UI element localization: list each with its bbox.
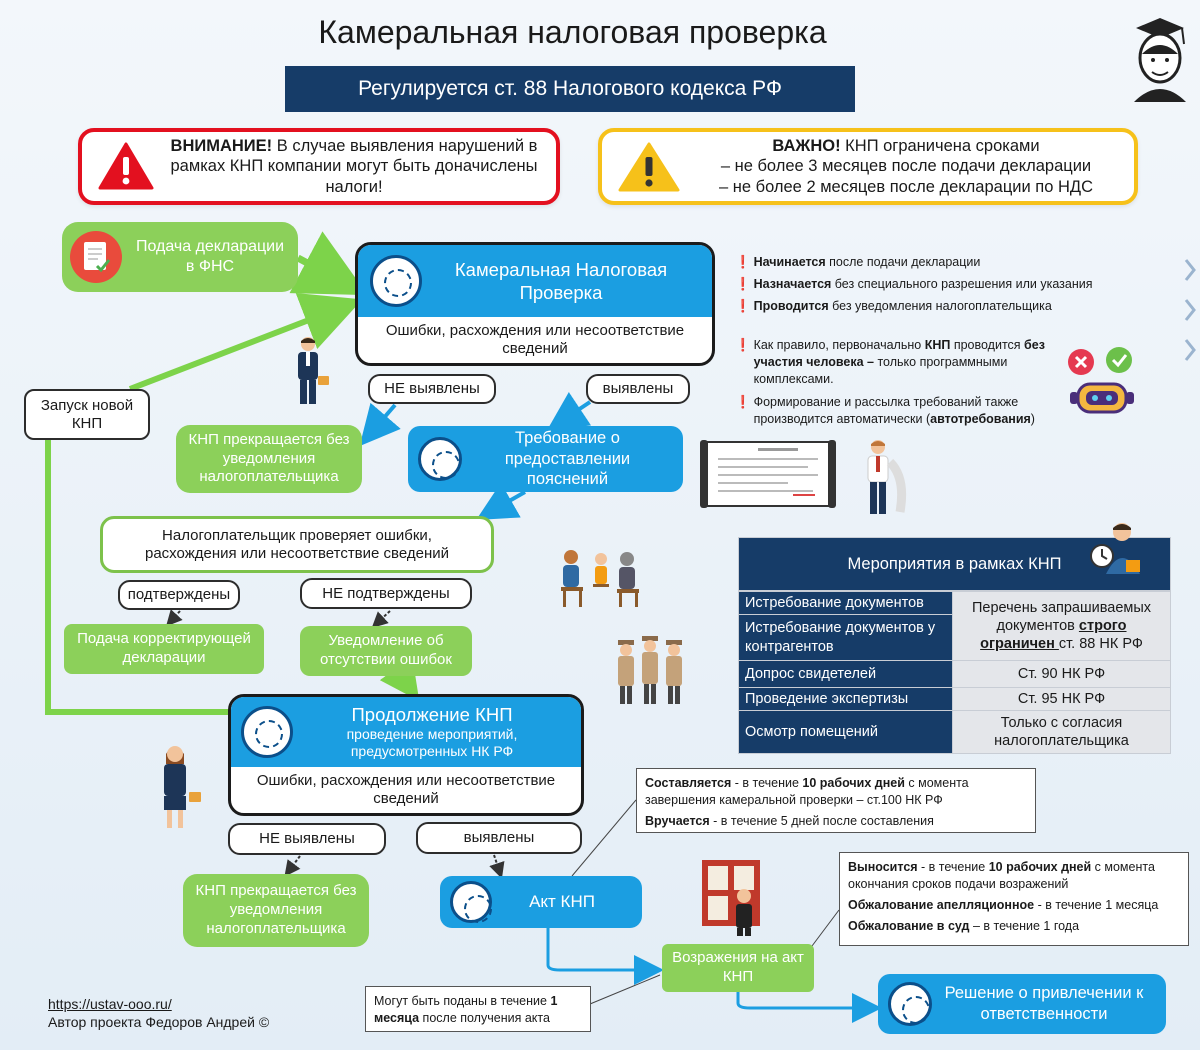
not-confirmed-label: НЕ подтверждены xyxy=(300,578,472,609)
measures-table: Мероприятия в рамках КНП Истребование до… xyxy=(738,537,1171,755)
attention-alert: ВНИМАНИЕ! В случае выявления нарушений в… xyxy=(78,128,560,205)
warning-triangle-icon xyxy=(98,142,158,192)
chevrons-decoration xyxy=(1180,250,1200,395)
callout-line: Составляется - в течение 10 рабочих дней… xyxy=(645,776,969,807)
act-deadlines-callout: Составляется - в течение 10 рабочих дней… xyxy=(636,768,1036,833)
not-found-label-2: НЕ выявлены xyxy=(228,823,386,855)
decision-deadlines-callout: Выносится - в течение 10 рабочих дней с … xyxy=(839,852,1189,946)
taxpayer-checks-box: Налогоплательщик проверяет ошибки, расхо… xyxy=(100,516,494,573)
inspector-with-clock-icon xyxy=(1086,520,1146,576)
confirmed-label: подтверждены xyxy=(118,580,240,610)
objections-box: Возражения на акт КНП xyxy=(662,944,814,992)
corrective-declaration-box: Подача корректирующей декларации xyxy=(64,624,264,674)
fns-emblem-icon xyxy=(888,982,932,1026)
decision-box: Решение о привлечении к ответственности xyxy=(878,974,1166,1034)
businesswoman-illustration xyxy=(156,740,206,832)
inspectors-illustration xyxy=(612,634,692,706)
table-row: Осмотр помещений Только с согласия налог… xyxy=(738,709,1171,755)
important-text: ВАЖНО! КНП ограничена сроками – не более… xyxy=(718,136,1093,196)
merged-cell: Перечень запрашиваемых документов строго… xyxy=(952,591,1171,661)
callout-line: Обжалование в суд – в течение 1 года xyxy=(848,918,1080,933)
automation-notes: ❗ Как правило, первоначально КНП проводи… xyxy=(735,337,1055,427)
fns-emblem-icon xyxy=(370,255,422,307)
not-found-label-1: НЕ выявлены xyxy=(368,374,496,404)
page-title: Камеральная налоговая проверка xyxy=(318,14,827,50)
requirement-box: Требование о предоставлении пояснений xyxy=(408,426,683,492)
author-avatar xyxy=(1128,14,1190,102)
table-row: Проведение экспертизы Ст. 95 НК РФ xyxy=(738,687,1171,711)
wanted-poster-illustration xyxy=(692,852,776,936)
found-label-1: выявлены xyxy=(586,374,690,404)
knp-continue-box: Продолжение КНП проведение мероприятий, … xyxy=(228,694,584,816)
note-item: ❗Начинается после подачи декларации xyxy=(735,255,981,269)
note-item: ❗Проводится без уведомления налогоплател… xyxy=(735,298,1052,313)
robot-icon xyxy=(1064,346,1140,418)
table-row: Истребование документов у контрагентов xyxy=(738,614,1171,661)
restart-knp-box: Запуск новой КНП xyxy=(24,389,150,440)
note-item: ❗ Как правило, первоначально КНП проводи… xyxy=(735,338,1045,386)
objections-deadline-callout: Могут быть поданы в течение 1 месяца пос… xyxy=(365,986,591,1032)
knp-stop-box-1: КНП прекращается без уведомления налогоп… xyxy=(176,425,362,493)
knp-features-notes: ❗Начинается после подачи декларации ❗Наз… xyxy=(735,254,1115,315)
fns-emblem-icon xyxy=(450,881,492,923)
callout-line: Вручается - в течение 5 дней после соста… xyxy=(645,813,934,828)
table-row: Истребование документов Перечень запраши… xyxy=(738,591,1171,661)
attention-text: ВНИМАНИЕ! В случае выявления нарушений в… xyxy=(170,136,538,196)
fns-emblem-icon xyxy=(418,437,462,481)
callout-line: Выносится - в течение 10 рабочих дней с … xyxy=(848,860,1155,891)
measures-rows: Истребование документов Перечень запраши… xyxy=(738,591,1171,755)
law-reference-banner: Регулируется ст. 88 Налогового кодекса Р… xyxy=(285,66,855,112)
warning-triangle-icon xyxy=(618,142,688,192)
fns-emblem-icon xyxy=(241,706,293,758)
found-label-2: выявлены xyxy=(416,822,582,854)
document-scroll-illustration xyxy=(698,436,838,512)
important-alert: ВАЖНО! КНП ограничена сроками – не более… xyxy=(598,128,1138,205)
table-row: Допрос свидетелей Ст. 90 НК РФ xyxy=(738,660,1171,688)
callout-line: Обжалование апелляционное - в течение 1 … xyxy=(848,897,1159,912)
note-item: ❗ Формирование и рассылка требований так… xyxy=(735,394,1035,426)
businessman-illustration xyxy=(290,336,332,408)
knp-main-box: Камеральная Налоговая Проверка Ошибки, р… xyxy=(355,242,715,366)
declaration-box: Подача декларации в ФНС xyxy=(62,222,298,292)
no-errors-notice-box: Уведомление об отсутствии ошибок xyxy=(300,626,472,676)
document-icon xyxy=(70,231,122,283)
act-knp-box: Акт КНП xyxy=(440,876,642,928)
knp-stop-box-2: КНП прекращается без уведомления налогоп… xyxy=(183,874,369,947)
footer: https://ustav-ooo.ru/ Автор проекта Федо… xyxy=(48,995,269,1031)
note-item: ❗Назначается без специального разрешения… xyxy=(735,276,1093,291)
reading-man-illustration xyxy=(856,438,912,518)
meeting-illustration xyxy=(555,545,645,609)
site-link[interactable]: https://ustav-ooo.ru/ xyxy=(48,996,172,1012)
author-credit: Автор проекта Федоров Андрей © xyxy=(48,1014,270,1031)
